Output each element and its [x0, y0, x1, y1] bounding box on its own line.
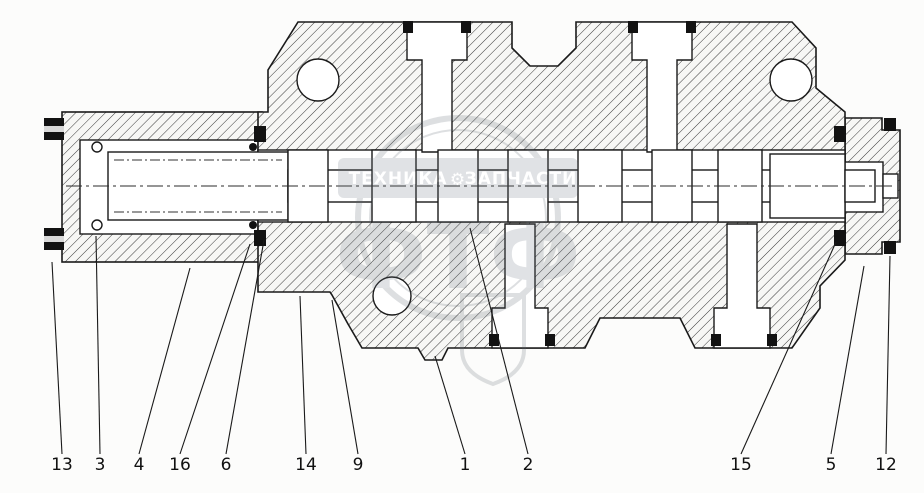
watermark-band-left: ТЕХНИКА: [349, 169, 448, 189]
spring-seat-bottom: [91, 219, 103, 231]
seal-bottomport2-left: [711, 334, 721, 346]
leader-line-16: [179, 243, 251, 455]
seal-topport2-left: [628, 21, 638, 33]
watermark-outer-ring: [355, 115, 561, 321]
leader-line-15: [740, 241, 837, 455]
watermark-band-right: ЗАПЧАСТИ: [465, 169, 578, 189]
spring-seat-top: [91, 141, 103, 153]
bolt-hole-top-right: [769, 58, 813, 102]
left-plug-bottom-stripe: [44, 236, 64, 242]
seal-bottomport1-left: [489, 334, 499, 346]
seal-bottomport2-right: [767, 334, 777, 346]
right-cap-seal-top: [884, 118, 896, 131]
leader-line-14: [299, 295, 307, 455]
retainer-dot-top: [249, 143, 257, 151]
callout-label-15: 15: [730, 455, 752, 475]
callout-label-6: 6: [221, 455, 232, 475]
seal-topport2-right: [686, 21, 696, 33]
left-plug-top-stripe: [44, 126, 64, 132]
seal-topport1-right: [461, 21, 471, 33]
watermark-band: [338, 158, 578, 198]
seal-right-bottom: [834, 230, 846, 246]
callout-label-3: 3: [95, 455, 106, 475]
callout-label-16: 16: [169, 455, 191, 475]
bolt-hole-top-left: [296, 58, 340, 102]
callout-label-14: 14: [295, 455, 317, 475]
seal-left-bottom: [254, 230, 266, 246]
leader-line-1: [434, 355, 466, 455]
callout-label-5: 5: [826, 455, 837, 475]
right-cap-seal-bottom: [884, 241, 896, 254]
leader-line-6: [225, 239, 265, 455]
leader-line-4: [138, 267, 191, 455]
watermark-letters: ФТФ: [335, 203, 580, 310]
callout-label-13: 13: [51, 455, 73, 475]
seal-topport1-left: [403, 21, 413, 33]
callout-label-12: 12: [875, 455, 897, 475]
watermark-inner-ring: [369, 129, 547, 307]
leader-line-13: [51, 261, 63, 455]
leader-line-2: [469, 227, 529, 455]
watermark-shield: [460, 293, 526, 387]
leader-line-12: [885, 255, 891, 455]
bolt-hole-bottom-left: [372, 276, 412, 316]
callout-label-4: 4: [134, 455, 145, 475]
leader-line-9: [331, 299, 359, 455]
seal-right-top: [834, 126, 846, 142]
callout-label-2: 2: [523, 455, 534, 475]
retainer-dot-bottom: [249, 221, 257, 229]
gear-icon: ⚙: [450, 170, 466, 190]
leader-line-3: [95, 235, 101, 455]
seal-left-top: [254, 126, 266, 142]
callout-label-1: 1: [460, 455, 471, 475]
watermark: ТЕХНИКА ⚙ ЗАПЧАСТИ ФТФ: [335, 115, 581, 387]
callout-label-9: 9: [353, 455, 364, 475]
seal-rings: [254, 21, 846, 346]
seal-bottomport1-right: [545, 334, 555, 346]
leader-line-5: [830, 265, 865, 455]
